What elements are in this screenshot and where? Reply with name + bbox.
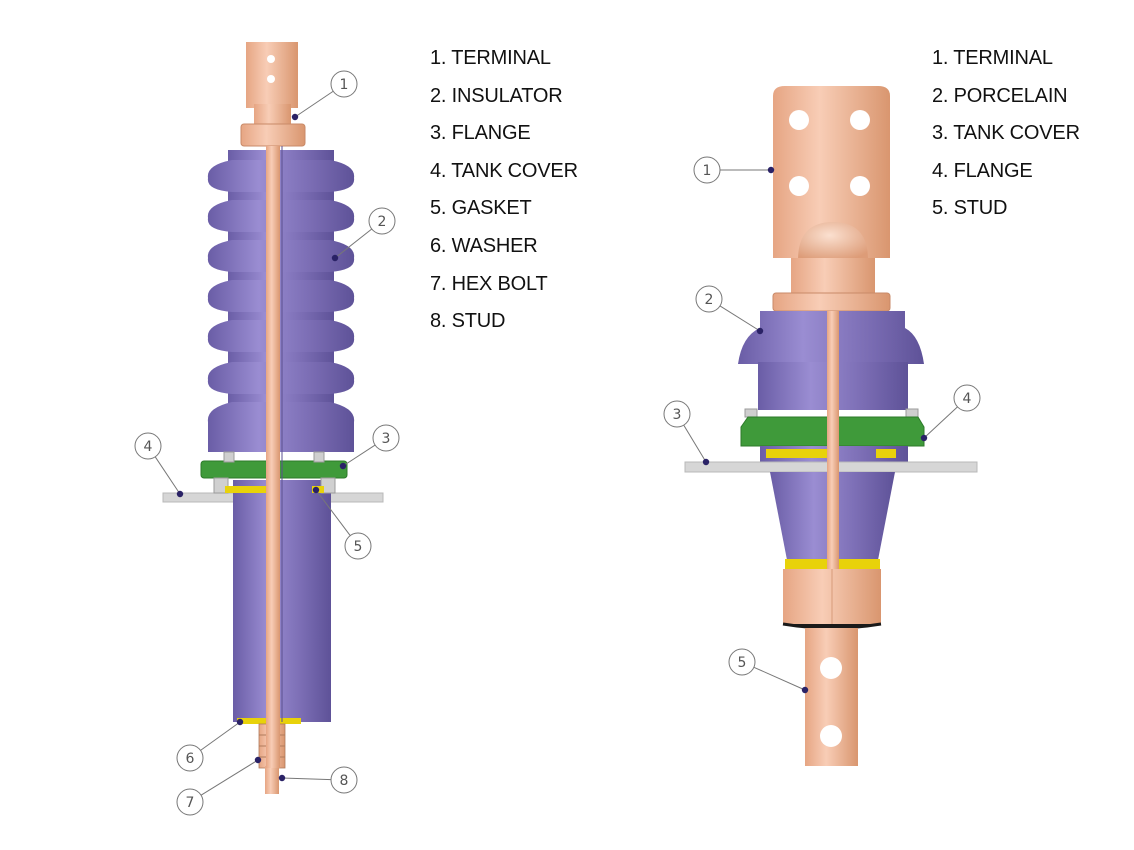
callout-circle — [953, 384, 981, 412]
callout-number: 8 — [340, 773, 349, 789]
legend-item: 8. STUD — [430, 310, 506, 333]
left-stud — [265, 766, 279, 794]
callout-circle — [728, 648, 756, 676]
leader-line — [281, 777, 332, 781]
right-callout-4: 4 — [920, 384, 981, 442]
right-callout-5: 5 — [728, 648, 809, 694]
callout-circle — [176, 788, 204, 816]
leader-dot — [291, 113, 299, 121]
leader-dot — [254, 756, 262, 764]
left-gasket — [225, 486, 271, 493]
leader-line — [200, 759, 259, 796]
legend-item: 5. STUD — [932, 197, 1008, 220]
right-center-conductor — [827, 311, 839, 569]
left-callout-3: 3 — [339, 424, 400, 470]
legend-item: 1. TERMINAL — [932, 47, 1053, 69]
leader-line — [719, 305, 761, 332]
leader-line — [154, 456, 181, 495]
callout-number: 4 — [144, 439, 153, 455]
right-callout-3: 3 — [663, 400, 710, 466]
callout-number: 1 — [703, 163, 712, 179]
callout-number: 3 — [382, 431, 391, 447]
callout-number: 5 — [354, 539, 363, 555]
callout-number: 7 — [186, 795, 195, 811]
callout-circle — [176, 744, 204, 772]
leader-line — [342, 444, 376, 467]
legend-item: 2. INSULATOR — [430, 84, 563, 107]
leader-dot — [756, 327, 764, 335]
leader-line — [923, 406, 958, 439]
legend-item: 7. HEX BOLT — [430, 272, 548, 295]
right-bushing — [684, 86, 978, 766]
callout-circle — [330, 766, 358, 794]
right-callout-1: 1 — [693, 156, 775, 184]
legend-item: 4. FLANGE — [932, 159, 1033, 182]
legend-item: 3. TANK COVER — [932, 122, 1080, 145]
leader-line — [200, 721, 241, 751]
callout-number: 2 — [705, 292, 714, 308]
legend-item: 6. WASHER — [430, 234, 538, 257]
leader-line — [315, 489, 351, 536]
callout-circle — [368, 207, 396, 235]
left-callout-6: 6 — [176, 718, 244, 772]
legend-item: 2. PORCELAIN — [932, 84, 1068, 107]
leader-dot — [801, 686, 809, 694]
leader-dot — [236, 718, 244, 726]
right-legend: 1. TERMINAL 2. PORCELAIN 3. TANK COVER 4… — [932, 40, 1080, 228]
callout-number: 5 — [738, 655, 747, 671]
callout-circle — [663, 400, 691, 428]
left-callout-2: 2 — [331, 207, 396, 262]
leader-dot — [312, 486, 320, 494]
left-bushing — [162, 42, 384, 794]
leader-line — [683, 424, 707, 463]
left-callout-5: 5 — [312, 486, 372, 560]
leader-dot — [176, 490, 184, 498]
leader-line — [334, 228, 373, 259]
left-legend: 1. TERMINAL 2. INSULATOR 3. FLANGE 4. TA… — [430, 40, 578, 341]
leader-dot — [331, 254, 339, 262]
leader-dot — [278, 774, 286, 782]
callouts: 1 2 3 4 5 6 7 8 1 2 3 4 5 — [134, 70, 981, 816]
right-callout-2: 2 — [695, 285, 764, 335]
callout-circle — [695, 285, 723, 313]
callout-number: 2 — [378, 214, 387, 230]
legend-item: 1. TERMINAL — [430, 47, 551, 69]
callout-circle — [693, 156, 721, 184]
leader-dot — [339, 462, 347, 470]
legend-item: 4. TANK COVER — [430, 159, 578, 182]
callout-circle — [330, 70, 358, 98]
callout-circle — [372, 424, 400, 452]
leader-line — [753, 666, 806, 691]
legend-item: 3. FLANGE — [430, 122, 531, 145]
callout-circle — [344, 532, 372, 560]
left-callout-1: 1 — [291, 70, 358, 121]
callout-number: 1 — [340, 77, 349, 93]
leader-dot — [920, 434, 928, 442]
leader-line — [294, 90, 334, 118]
left-callout-7: 7 — [176, 756, 262, 816]
callout-number: 4 — [963, 391, 972, 407]
left-callout-4: 4 — [134, 432, 184, 498]
left-insulator — [207, 150, 355, 452]
callout-number: 3 — [673, 407, 682, 423]
callout-number: 6 — [186, 751, 195, 767]
leader-dot — [767, 166, 775, 174]
left-center-conductor — [266, 146, 280, 768]
legend-item: 5. GASKET — [430, 197, 532, 220]
left-terminal — [246, 42, 298, 108]
leader-dot — [702, 458, 710, 466]
left-callout-8: 8 — [278, 766, 358, 794]
callout-circle — [134, 432, 162, 460]
